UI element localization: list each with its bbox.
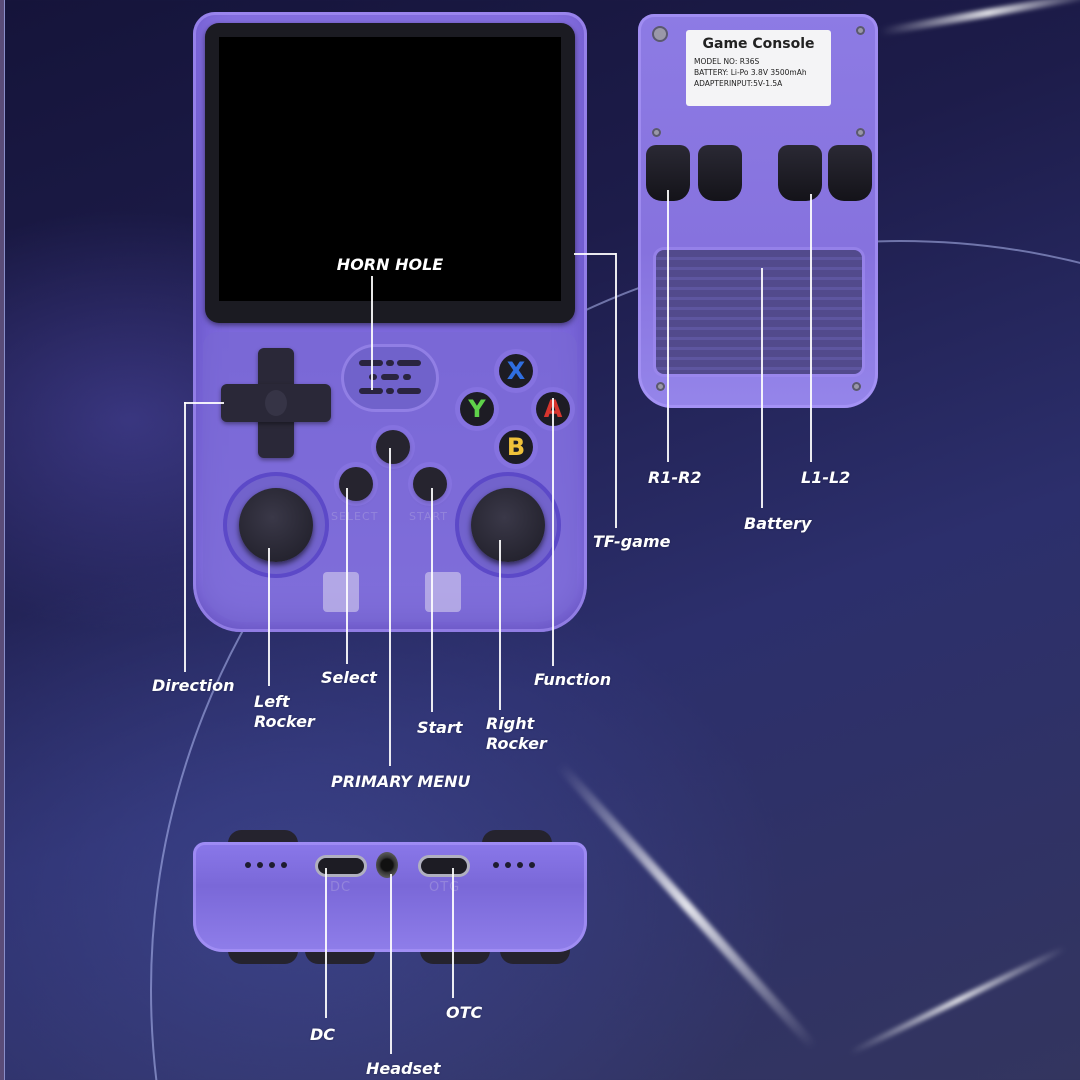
select-button[interactable]	[339, 467, 373, 501]
label-headset: Headset	[366, 1059, 441, 1078]
dpad-center	[265, 390, 287, 416]
console-back-view: Game Console MODEL NO: R36S BATTERY: Li-…	[638, 14, 878, 408]
vent-hole	[517, 862, 523, 868]
leader-start	[431, 488, 433, 712]
label-function: Function	[534, 670, 612, 689]
leader-tf-game	[615, 253, 617, 528]
screw	[856, 128, 865, 137]
label-r1-r2: R1-R2	[648, 468, 702, 487]
select-silkscreen: SELECT	[331, 510, 379, 523]
vent-hole	[281, 862, 287, 868]
sticker-title: Game Console	[702, 36, 815, 52]
leader-function	[552, 398, 554, 666]
speaker-slot	[397, 360, 421, 366]
leader-battery	[761, 268, 763, 508]
sticker-adapter: ADAPTERINPUT:5V-1.5A	[694, 79, 783, 88]
leader-otc	[452, 868, 454, 998]
vent-hole	[529, 862, 535, 868]
label-primary-menu: PRIMARY MENU	[331, 772, 471, 791]
leader-l1-l2	[810, 194, 812, 462]
vent-hole	[245, 862, 251, 868]
vent-hole	[505, 862, 511, 868]
speaker-slot	[369, 374, 377, 380]
vent-hole	[269, 862, 275, 868]
leader-select	[346, 488, 348, 664]
screw	[856, 26, 865, 35]
label-dc: DC	[310, 1025, 336, 1044]
dc-usb-c-port[interactable]	[318, 858, 364, 874]
label-right-rocker-1: Right	[486, 714, 535, 733]
screen: HORN HOLE	[219, 37, 561, 301]
leader-direction	[184, 402, 186, 672]
leader-right-rocker	[499, 540, 501, 710]
leader-horn-hole	[371, 276, 373, 390]
right-analog-stick[interactable]	[471, 488, 545, 562]
leader-r1-r2	[667, 190, 669, 462]
screen-bezel: HORN HOLE	[205, 23, 575, 323]
leader-left-rocker	[268, 548, 270, 686]
light-streak-top	[879, 0, 1080, 36]
left-stick-ring	[223, 472, 329, 578]
light-streak-corner	[848, 945, 1068, 1056]
leader-primary-menu	[389, 448, 391, 766]
dc-silkscreen: DC	[330, 880, 352, 895]
function-menu-button[interactable]	[376, 430, 410, 464]
b-button[interactable]: B	[499, 430, 533, 464]
start-silkscreen: START	[409, 510, 448, 523]
foot	[420, 948, 490, 964]
speaker-slot	[397, 388, 421, 394]
right-stick-ring	[455, 472, 561, 578]
r1-button[interactable]	[698, 145, 742, 201]
headset-jack[interactable]	[376, 852, 398, 878]
spec-sticker: Game Console MODEL NO: R36S BATTERY: Li-…	[686, 30, 831, 106]
otg-silkscreen: OTG	[429, 880, 461, 895]
vent-hole	[493, 862, 499, 868]
sticker-battery: BATTERY: Li-Po 3.8V 3500mAh	[694, 68, 807, 77]
label-direction: Direction	[152, 676, 235, 695]
leader-direction-h	[184, 402, 224, 404]
foot	[500, 948, 570, 964]
label-start: Start	[417, 718, 463, 737]
foot	[305, 948, 375, 964]
left-edge-strip	[0, 0, 5, 1080]
leader-dc	[325, 868, 327, 1018]
y-button[interactable]: Y	[460, 392, 494, 426]
screw	[852, 382, 861, 391]
internal-connector	[323, 572, 359, 612]
label-tf-game: TF-game	[593, 532, 671, 551]
foot	[228, 948, 298, 964]
sticker-model: MODEL NO: R36S	[694, 57, 760, 66]
x-button[interactable]: X	[499, 354, 533, 388]
label-right-rocker-2: Rocker	[486, 734, 547, 753]
label-select: Select	[321, 668, 377, 687]
badge-icon	[652, 26, 668, 42]
screw	[652, 128, 661, 137]
screw	[656, 382, 665, 391]
start-button[interactable]	[413, 467, 447, 501]
label-otc: OTC	[446, 1003, 483, 1022]
light-streak-bottom	[556, 761, 818, 1051]
label-battery: Battery	[744, 514, 812, 533]
leader-headset	[390, 874, 392, 1054]
speaker-slot	[403, 374, 411, 380]
speaker-slot	[359, 388, 383, 394]
speaker-slot	[381, 374, 399, 380]
leader-tf-game-h	[574, 253, 616, 255]
label-left-rocker-1: Left	[254, 692, 290, 711]
battery-cover[interactable]	[656, 250, 862, 374]
horn-hole-label: HORN HOLE	[336, 255, 444, 274]
l2-trigger[interactable]	[828, 145, 872, 201]
speaker-slot	[386, 360, 394, 366]
speaker-slot	[386, 388, 394, 394]
vent-hole	[257, 862, 263, 868]
label-l1-l2: L1-L2	[801, 468, 851, 487]
l1-button[interactable]	[778, 145, 822, 201]
otg-usb-c-port[interactable]	[421, 858, 467, 874]
label-left-rocker-2: Rocker	[254, 712, 315, 731]
speaker-grille	[341, 344, 439, 412]
left-analog-stick[interactable]	[239, 488, 313, 562]
